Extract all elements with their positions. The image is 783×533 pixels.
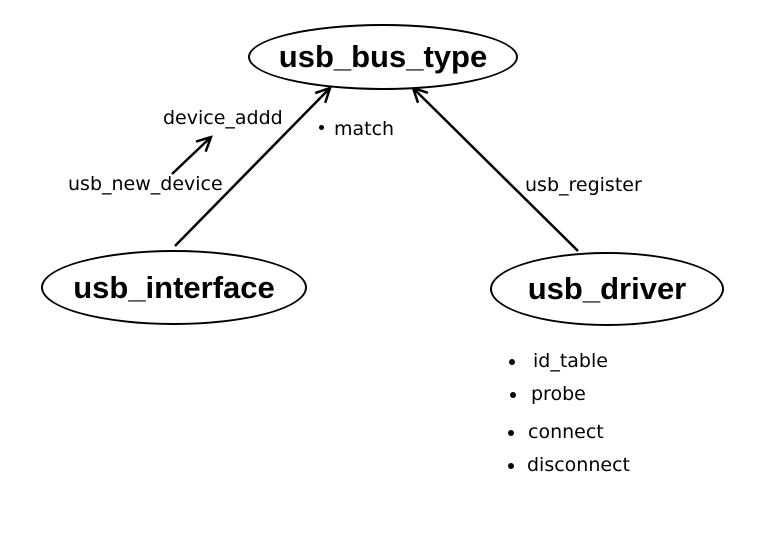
bullet-icon — [508, 463, 514, 469]
usb-register-label: usb_register — [525, 174, 642, 196]
usb-bus-type-label: usb_bus_type — [278, 39, 488, 74]
usb-driver-label: usb_driver — [527, 271, 687, 306]
bullet-icon — [509, 359, 515, 365]
device-add-label: device_addd — [163, 107, 283, 129]
driver-member-label: connect — [528, 421, 604, 443]
bullet-icon — [508, 430, 514, 436]
driver-to-bus-arrow — [413, 88, 579, 252]
driver-member-label: probe — [531, 383, 586, 405]
device-add-arrow — [171, 137, 211, 175]
driver-member-label: id_table — [533, 350, 608, 372]
interface-to-bus-arrow — [174, 88, 330, 247]
bullet-icon — [510, 392, 516, 398]
usb-bus-type-node: usb_bus_type — [248, 24, 518, 90]
driver-member-label: disconnect — [527, 454, 630, 476]
match-bullet — [319, 125, 324, 130]
match-label: match — [334, 118, 395, 140]
usb-interface-label: usb_interface — [73, 269, 275, 305]
usb-new-device-label: usb_new_device — [68, 173, 223, 195]
usb-driver-node: usb_driver — [490, 252, 724, 326]
usb-interface-node: usb_interface — [41, 250, 307, 325]
